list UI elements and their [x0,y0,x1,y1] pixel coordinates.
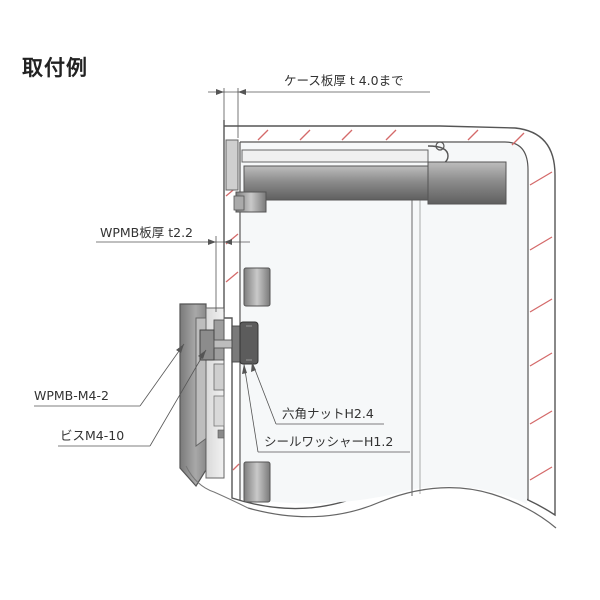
leader-screw: ビスM4-10 [58,349,207,447]
wall-bosses [233,195,271,503]
cutaway-edge [185,465,557,529]
label-case-thickness: ケース板厚 t 4.0まで [284,73,404,88]
label-hex-nut: 六角ナットH2.4 [282,406,374,421]
dim-case-thickness: ケース板厚 t 4.0まで [208,73,430,138]
label-screw: ビスM4-10 [60,428,124,443]
page-title: 取付例 [22,56,88,80]
label-wpmb-thickness: WPMB板厚 t2.2 [100,225,193,240]
label-wpmb-part: WPMB-M4-2 [34,388,109,403]
leader-hex-nut: 六角ナットH2.4 [251,361,384,425]
hinge-rod [225,139,507,213]
leader-wpmb-part: WPMB-M4-2 [34,343,185,407]
label-seal-washer: シールワッシャーH1.2 [264,434,393,449]
case-shell [223,120,556,517]
leader-seal-washer: シールワッシャーH1.2 [242,363,410,453]
dim-wpmb-thickness: WPMB板厚 t2.2 [96,225,250,312]
